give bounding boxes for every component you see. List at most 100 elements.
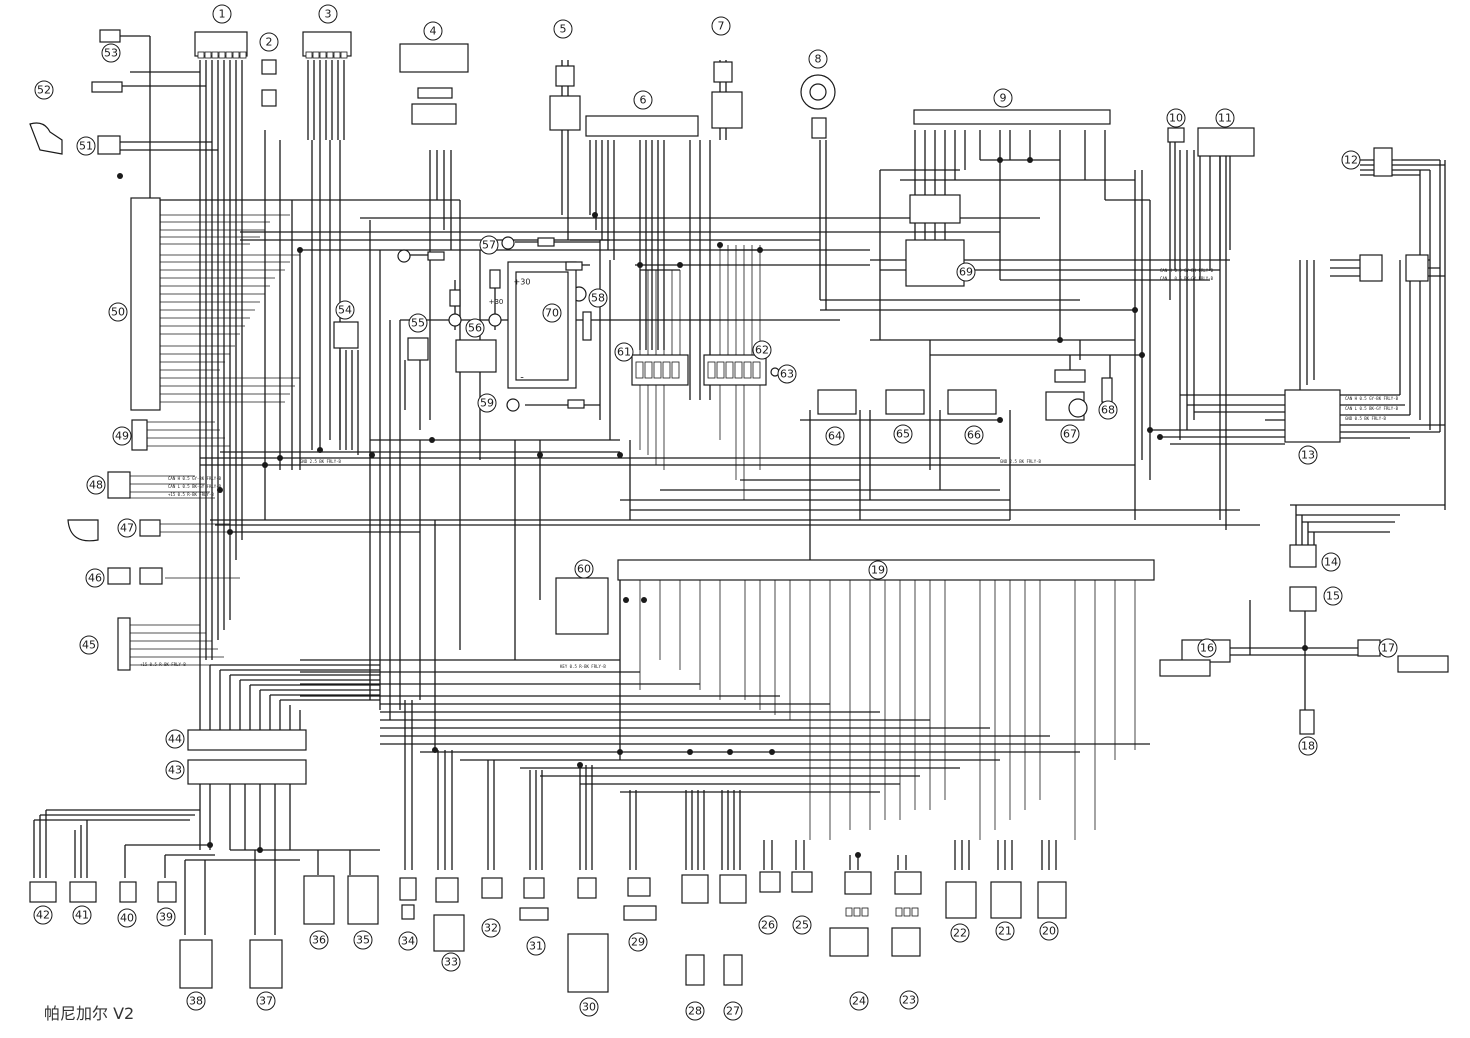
component-label-60: 60 [574,559,594,579]
component-label-57: 57 [479,235,499,255]
coil-24-body [829,927,869,957]
connector-4-body [399,43,469,73]
component-label-6: 6 [633,90,653,110]
label-circle [353,930,373,950]
connector-60-body [555,577,609,635]
component-label-4: 4 [423,21,443,41]
sensor-52-body [91,81,123,93]
label-number: 1 [219,8,226,21]
label-number: 48 [89,479,103,492]
label-number: 35 [356,934,370,947]
label-circle [165,729,185,749]
svg-text:-: - [520,373,524,384]
relay-66-body [947,389,997,415]
svg-text:+15 0.5 R-BK FRLY-B: +15 0.5 R-BK FRLY-B [168,492,214,497]
component-label-42: 42 [33,905,53,925]
sensor-22-body [945,881,977,919]
label-circle [893,424,913,444]
label-number: 52 [37,84,51,97]
sensor-26-body [759,871,781,893]
component-label-17: 17 [1378,638,1398,658]
label-number: 8 [815,53,822,66]
label-number: 18 [1301,740,1315,753]
injector-33-body [433,914,465,952]
lamp-46-plug [139,567,163,585]
label-circle [950,923,970,943]
label-circle [825,426,845,446]
sensor-41-body [69,881,97,903]
connector-48-body [107,471,131,499]
terminal-57 [501,236,515,250]
label-circle [85,568,105,588]
connector-54-body [333,321,359,349]
switch-2-top [261,59,277,75]
component-label-25: 25 [792,915,812,935]
junctions [117,157,1308,858]
component-label-66: 66 [964,425,984,445]
label-circle [553,19,573,39]
label-circle [1321,552,1341,572]
component-label-18: 18 [1298,736,1318,756]
coil-24-top [844,871,872,895]
component-label-61: 61 [614,342,634,362]
label-circle [76,136,96,156]
label-circle [34,80,54,100]
label-circle [964,425,984,445]
coil-23-body [891,927,921,957]
label-number: 21 [998,925,1012,938]
component-label-9: 9 [993,88,1013,108]
label-number: 59 [480,397,494,410]
label-number: 4 [430,25,437,38]
label-circle [72,905,92,925]
component-label-23: 23 [899,990,919,1010]
label-number: 65 [896,428,910,441]
label-number: 60 [577,563,591,576]
component-label-37: 37 [256,991,276,1011]
component-label-58: 58 [588,288,608,308]
component-label-52: 52 [34,80,54,100]
sensor-40-body [119,881,137,903]
svg-text:+15 0.5 R-BK FRLY-B: +15 0.5 R-BK FRLY-B [140,662,186,667]
connector-13-body [1284,389,1341,443]
sensor-27-tip [723,954,743,986]
sensor-28-body [681,874,709,904]
label-circle [1378,638,1398,658]
label-number: 33 [444,956,458,969]
label-circle [477,393,497,413]
label-circle [993,88,1013,108]
label-circle [108,302,128,322]
label-number: 15 [1326,590,1340,603]
injector-33-top [435,877,459,903]
label-number: 66 [967,429,981,442]
coil-38-body [179,939,213,989]
sensor-29-base [623,905,657,921]
connector-50-body [130,197,161,411]
component-label-19: 19 [868,560,888,580]
label-number: 26 [761,919,775,932]
label-circle [808,49,828,69]
label-number: 37 [259,995,273,1008]
connector-11-body [1197,127,1255,157]
label-number: 20 [1042,925,1056,938]
coil-35-body [347,875,379,925]
component-label-30: 30 [579,997,599,1017]
sensor-32-body [481,877,503,899]
indicator-16-lamp [1159,659,1211,677]
connector-6-body [585,115,699,137]
label-circle [614,342,634,362]
component-label-39: 39 [156,907,176,927]
label-circle [1341,150,1361,170]
module-30-body [567,933,609,993]
label-number: 29 [631,936,645,949]
component-label-3: 3 [318,4,338,24]
component-label-27: 27 [723,1001,743,1021]
terminal-ground [397,249,411,263]
sensor-28-tip [685,954,705,986]
connector-4-socket [411,103,457,125]
label-number: 46 [88,572,102,585]
label-number: 39 [159,911,173,924]
label-circle [408,313,428,333]
label-number: 53 [104,47,118,60]
